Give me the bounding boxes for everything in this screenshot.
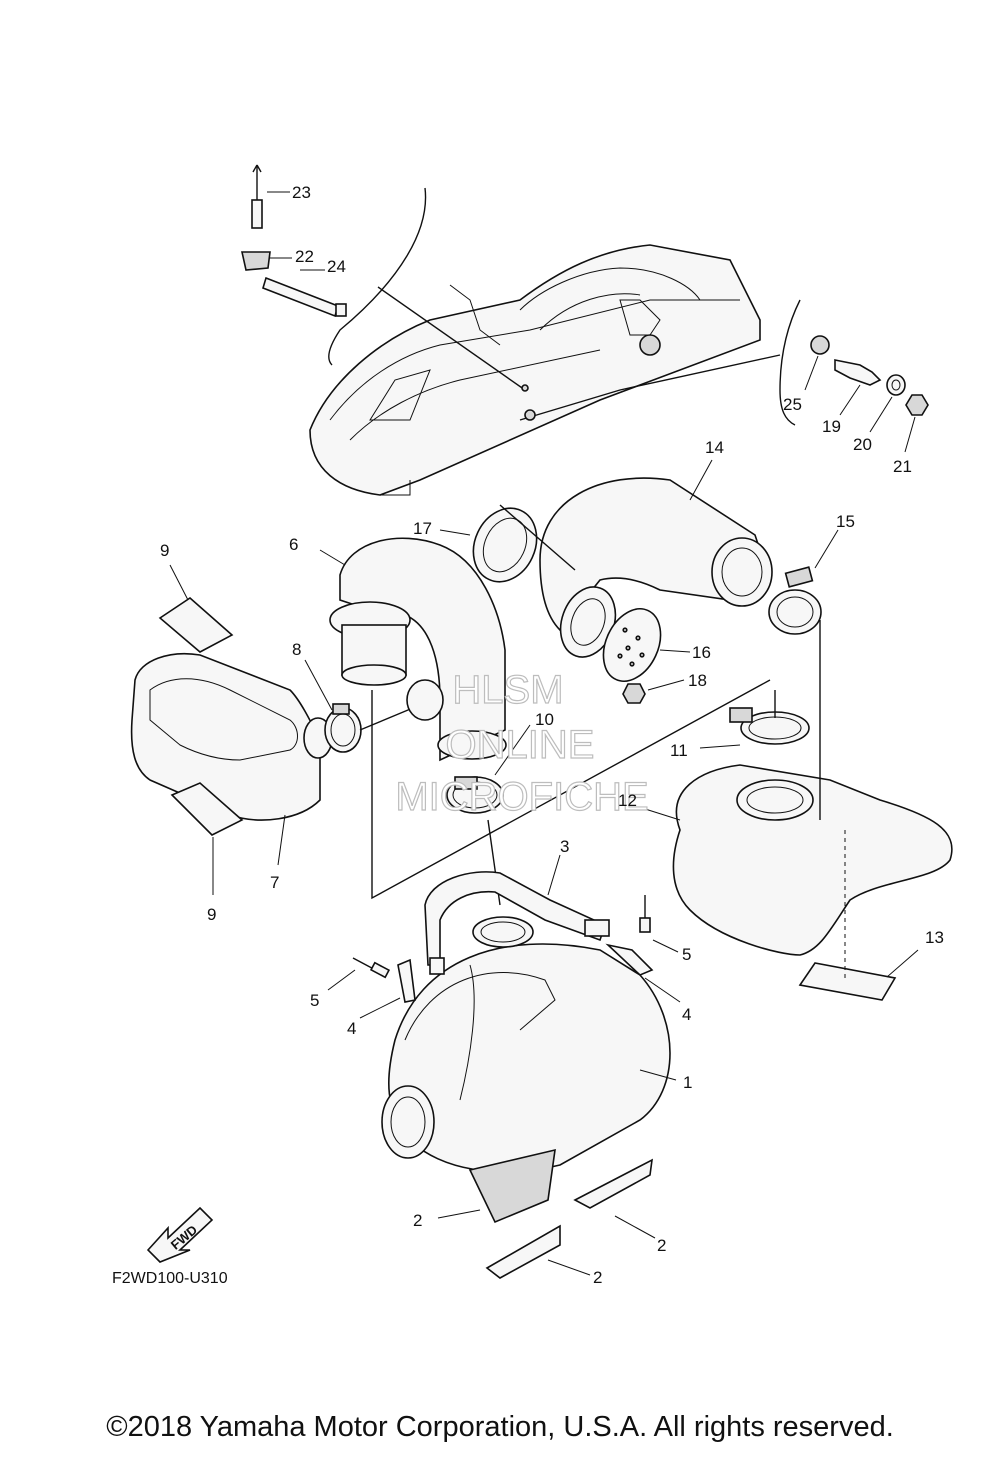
screen-16: [602, 608, 662, 682]
callout-10: 10: [535, 710, 554, 729]
nut-21: [905, 394, 929, 416]
callout-4-right: 4: [682, 1005, 691, 1024]
nut-18: [622, 683, 646, 704]
washer-20: [886, 374, 906, 396]
watermark-line3: MICROFICHE: [395, 775, 648, 819]
intake-elbow-6: [329, 537, 507, 762]
callout-14: 14: [705, 438, 724, 457]
hose-clamp-10: [446, 776, 504, 814]
watercraft-hull: [309, 244, 781, 496]
copyright-notice: ©2018 Yamaha Motor Corporation, U.S.A. A…: [106, 1411, 894, 1443]
callout-3: 3: [560, 837, 569, 856]
callout-24: 24: [327, 257, 346, 276]
callout-9-bottom: 9: [207, 905, 216, 924]
rivet-5-right: [639, 895, 651, 933]
callout-11: 11: [670, 741, 688, 760]
callout-15: 15: [836, 512, 855, 531]
diagram-code: F2WD100-U310: [112, 1270, 228, 1287]
callout-16: 16: [692, 643, 711, 662]
callout-17: 17: [413, 519, 432, 538]
callout-2-c: 2: [593, 1268, 602, 1287]
callout-20: 20: [853, 435, 872, 454]
callout-6: 6: [289, 535, 298, 554]
fwd-arrow-icon: FWD: [146, 1206, 214, 1263]
watermark-line2: ONLINE: [446, 723, 595, 767]
pad-2-a: [468, 1148, 556, 1224]
hose-clamp-8: [324, 703, 362, 753]
callout-21: 21: [893, 457, 912, 476]
pad-13: [798, 962, 897, 1001]
hose-clamp-15: [768, 566, 822, 635]
callout-5-left: 5: [310, 991, 319, 1010]
callout-9-top: 9: [160, 541, 169, 560]
callout-1: 1: [683, 1073, 692, 1092]
callout-7: 7: [270, 873, 279, 892]
rivet-23: [251, 164, 263, 229]
air-box-7: [130, 652, 333, 821]
resonator-box-12: [672, 764, 953, 956]
cable-tie-24: [262, 276, 347, 318]
callout-8: 8: [292, 640, 301, 659]
fitting-19: [834, 359, 882, 386]
callout-4-left: 4: [347, 1019, 356, 1038]
watermark-line1: HLSM: [452, 668, 563, 712]
intake-duct-14: [539, 477, 773, 632]
callout-2-a: 2: [413, 1211, 422, 1230]
bracket-arc-left: [328, 187, 427, 366]
callout-12: 12: [618, 791, 637, 810]
callout-5-right: 5: [682, 945, 691, 964]
strap-3: [424, 871, 610, 975]
bracket-4-right: [605, 943, 654, 976]
bracket-arc-right: [779, 299, 801, 426]
pad-9-bottom: [170, 782, 244, 836]
clip-22: [241, 251, 271, 271]
callout-13: 13: [925, 928, 944, 947]
callout-25: 25: [783, 395, 802, 414]
pad-2-c: [485, 1224, 561, 1279]
hose-clamp-11: [729, 707, 810, 745]
pad-9-top: [158, 596, 234, 653]
callout-2-b: 2: [657, 1236, 666, 1255]
pad-2-b: [573, 1158, 653, 1209]
clamp-25: [810, 335, 830, 355]
callout-18: 18: [688, 671, 707, 690]
bracket-4-left: [397, 958, 416, 1003]
callout-19: 19: [822, 417, 841, 436]
callout-22: 22: [295, 247, 314, 266]
callout-23: 23: [292, 183, 311, 202]
rivet-5-left: [352, 957, 391, 979]
air-cleaner-1: [381, 916, 671, 1173]
